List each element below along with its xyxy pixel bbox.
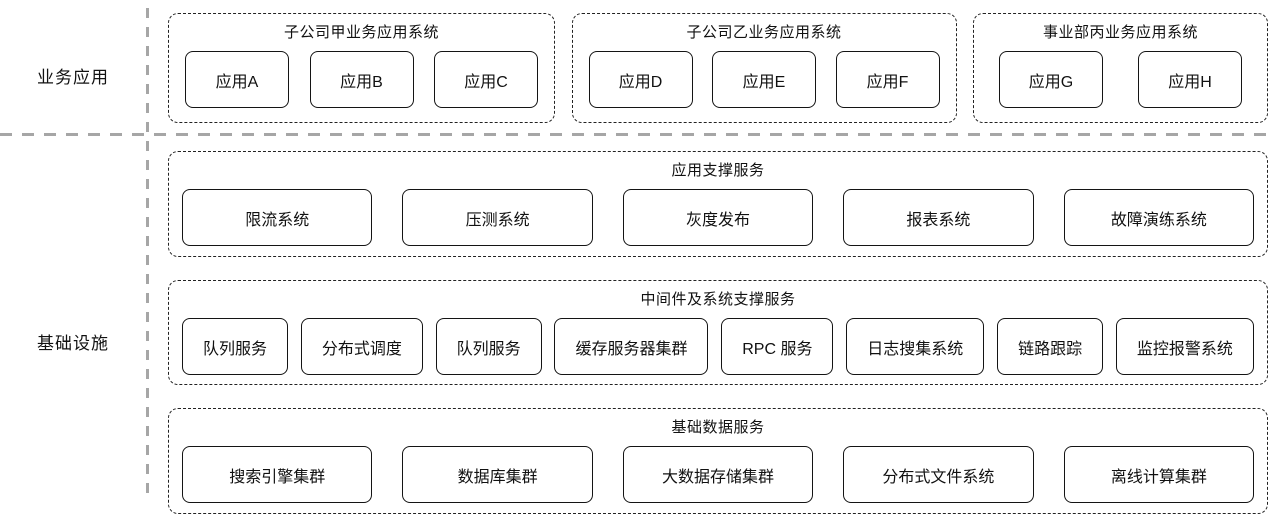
layer-label-infrastructure: 基础设施: [37, 333, 109, 353]
group-middleware-services: 中间件及系统支撑服务 队列服务 分布式调度 队列服务 缓存服务器集群 RPC 服…: [168, 280, 1268, 385]
service-node: 监控报警系统: [1115, 318, 1254, 375]
app-node: 应用C: [434, 51, 538, 108]
services-row: 限流系统 压测系统 灰度发布 报表系统 故障演练系统: [169, 189, 1267, 246]
app-node: 应用D: [588, 51, 693, 108]
group-title: 子公司甲业务应用系统: [283, 24, 439, 41]
group-title: 事业部丙业务应用系统: [1042, 24, 1198, 41]
group-title: 子公司乙业务应用系统: [686, 24, 842, 41]
app-node: 应用H: [1138, 51, 1242, 108]
group-title: 基础数据服务: [671, 419, 765, 436]
service-node: 离线计算集群: [1063, 446, 1255, 503]
service-node: 缓存服务器集群: [554, 318, 709, 375]
layer-separator-line: [0, 133, 1276, 136]
app-node: 应用E: [712, 51, 816, 108]
app-node: 应用B: [309, 51, 414, 108]
layer-label-business-apps: 业务应用: [37, 67, 109, 87]
group-base-data-services: 基础数据服务 搜索引擎集群 数据库集群 大数据存储集群 分布式文件系统 离线计算…: [168, 408, 1268, 514]
business-apps-row: 子公司甲业务应用系统 应用A 应用B 应用C 子公司乙业务应用系统 应用D 应用…: [168, 13, 1268, 123]
services-row: 队列服务 分布式调度 队列服务 缓存服务器集群 RPC 服务 日志搜集系统 链路…: [169, 318, 1267, 375]
service-node: 压测系统: [402, 189, 593, 246]
service-node: 故障演练系统: [1063, 189, 1255, 246]
service-node: 搜索引擎集群: [182, 446, 373, 503]
vertical-separator-line: [146, 8, 149, 502]
service-node: 链路跟踪: [997, 318, 1104, 375]
service-node: 灰度发布: [622, 189, 814, 246]
apps-row: 应用G 应用H: [974, 51, 1267, 108]
app-node: 应用G: [999, 51, 1103, 108]
services-row: 搜索引擎集群 数据库集群 大数据存储集群 分布式文件系统 离线计算集群: [169, 446, 1267, 503]
service-node: 数据库集群: [402, 446, 593, 503]
service-node: 日志搜集系统: [846, 318, 985, 375]
service-node: 报表系统: [843, 189, 1034, 246]
apps-row: 应用A 应用B 应用C: [169, 51, 554, 108]
service-node: RPC 服务: [721, 318, 834, 375]
app-node: 应用A: [185, 51, 289, 108]
service-node: 分布式文件系统: [843, 446, 1034, 503]
service-node: 限流系统: [182, 189, 373, 246]
service-node: 队列服务: [435, 318, 542, 375]
service-node: 分布式调度: [300, 318, 423, 375]
group-subsidiary-b-apps: 子公司乙业务应用系统 应用D 应用E 应用F: [571, 13, 957, 123]
group-title: 应用支撑服务: [671, 162, 765, 179]
service-node: 队列服务: [182, 318, 289, 375]
service-node: 大数据存储集群: [622, 446, 814, 503]
group-app-support-services: 应用支撑服务 限流系统 压测系统 灰度发布 报表系统 故障演练系统: [168, 151, 1268, 257]
apps-row: 应用D 应用E 应用F: [573, 51, 956, 108]
group-subsidiary-a-apps: 子公司甲业务应用系统 应用A 应用B 应用C: [168, 13, 555, 123]
group-division-c-apps: 事业部丙业务应用系统 应用G 应用H: [973, 13, 1268, 123]
app-node: 应用F: [835, 51, 940, 108]
group-title: 中间件及系统支撑服务: [640, 291, 796, 308]
